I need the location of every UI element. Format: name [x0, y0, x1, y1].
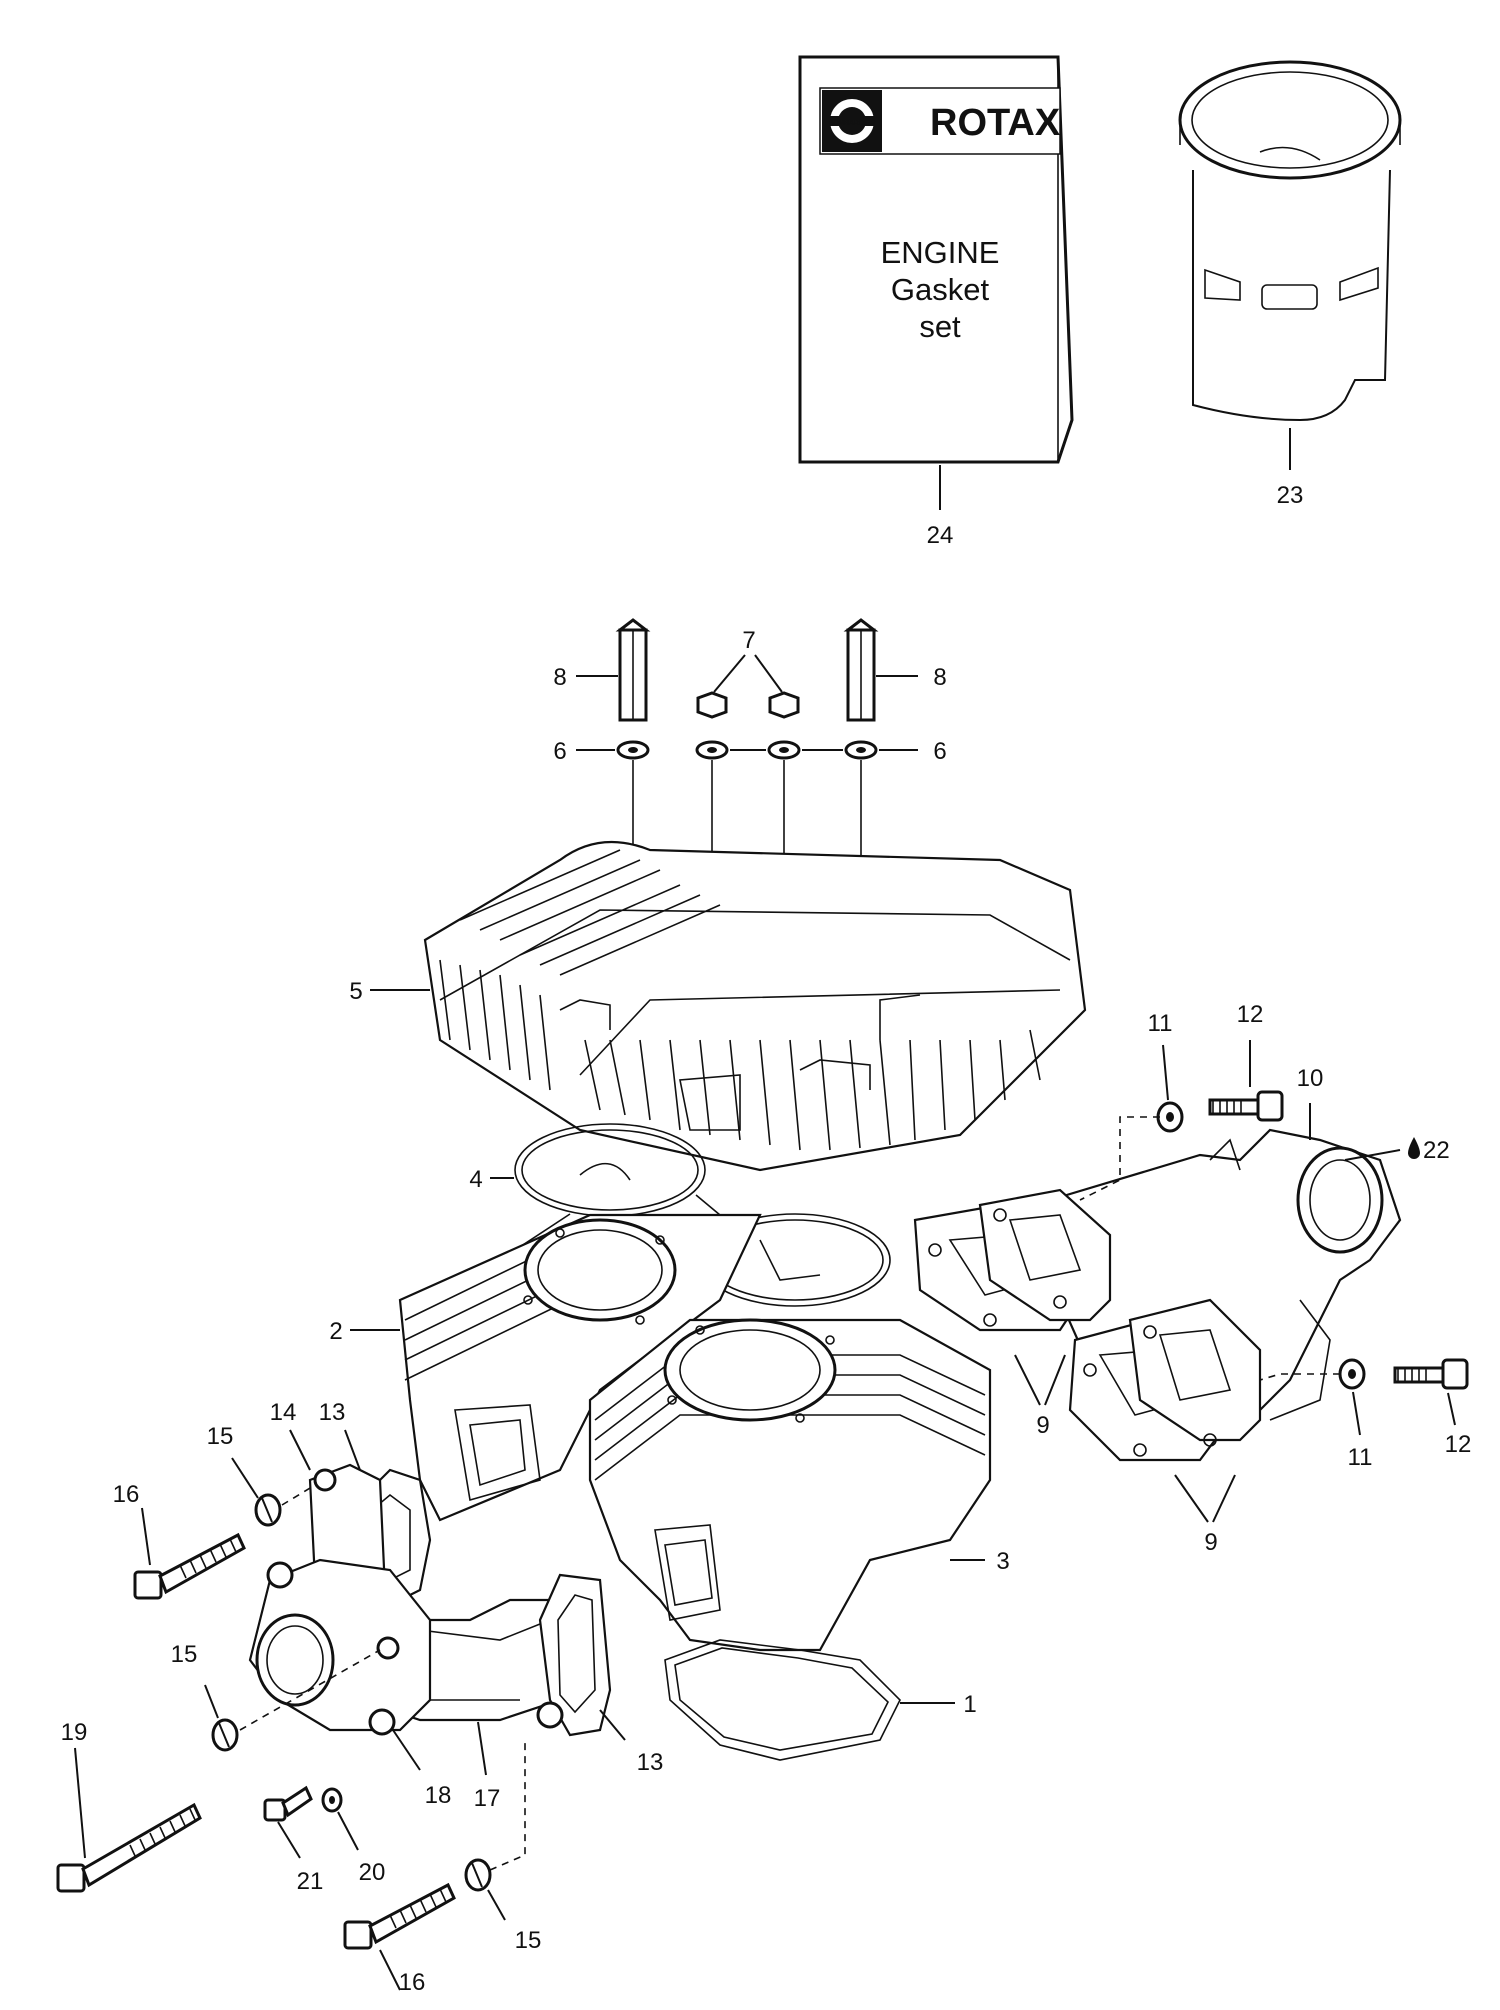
base-gasket: [664, 1639, 901, 1761]
cylinder-sleeve: [1178, 60, 1402, 422]
washers-row: [616, 740, 878, 760]
callout-15-lower: 15: [515, 1927, 542, 1954]
callout-18: 18: [425, 1782, 452, 1809]
callout-16-upper: 16: [113, 1481, 140, 1508]
callout-11-upper: 11: [1148, 1010, 1173, 1037]
manifold-washer-upper: [1156, 1101, 1184, 1133]
box-title-line3: set: [919, 309, 961, 344]
callout-3: 3: [996, 1548, 1009, 1575]
callout-23: 23: [1277, 482, 1304, 509]
exhaust-gasket-upper: [913, 1188, 1112, 1332]
callout-11-lower: 11: [1348, 1444, 1373, 1471]
callout-6-left: 6: [553, 738, 566, 765]
washer-20: [321, 1787, 343, 1813]
intake-gasket-lower: [536, 1573, 612, 1737]
callout-24: 24: [927, 522, 954, 549]
manifold-bolt-lower: [1393, 1358, 1469, 1390]
callout-17: 17: [474, 1785, 501, 1812]
nut-right: [768, 691, 800, 719]
nut-left: [696, 691, 728, 719]
stud-left: [615, 618, 651, 722]
gasket-set-box: ROTAX BOMBARDIER ENGINE Gasket set: [798, 55, 1074, 464]
callout-8-left: 8: [553, 664, 566, 691]
callout-13-upper: 13: [319, 1399, 346, 1426]
cylinder-left: [398, 1213, 762, 1522]
lock-washer-15-lower: [464, 1858, 492, 1892]
callout-9-upper: 9: [1036, 1412, 1049, 1439]
cylinder-right: [588, 1318, 992, 1652]
cylinder-head: [423, 840, 1087, 1172]
oil-drop-icon: [1408, 1137, 1420, 1159]
callout-5: 5: [349, 978, 362, 1005]
callout-14: 14: [270, 1399, 297, 1426]
callout-10: 10: [1297, 1065, 1324, 1092]
callout-12-upper: 12: [1237, 1001, 1264, 1028]
box-title-line1: ENGINE: [881, 235, 1000, 270]
manifold-washer-lower: [1338, 1358, 1366, 1390]
callout-19: 19: [61, 1719, 88, 1746]
callout-4: 4: [469, 1166, 482, 1193]
box-title-line2: Gasket: [891, 272, 990, 307]
head-gasket-left: [514, 1123, 706, 1217]
callout-13-lower: 13: [637, 1749, 664, 1776]
callout-15-upper: 15: [207, 1423, 234, 1450]
callout-1: 1: [963, 1691, 976, 1718]
stud-right: [843, 618, 879, 722]
brand-logo-text: ROTAX: [930, 102, 1061, 144]
callout-15-mid: 15: [171, 1641, 198, 1668]
screw-21: [263, 1785, 313, 1822]
maker-text: BOMBARDIER: [828, 120, 875, 127]
bolt-16-lower: [343, 1882, 456, 1950]
lock-washer-15-upper: [254, 1493, 282, 1527]
callout-22: 22: [1423, 1137, 1450, 1164]
carburetor-adapter-18: [248, 1558, 432, 1736]
callout-20: 20: [359, 1859, 386, 1886]
bombardier-gear-icon: [826, 99, 878, 143]
callout-7: 7: [742, 627, 755, 654]
lock-washer-15-mid: [211, 1718, 239, 1752]
manifold-bolt-upper: [1208, 1090, 1284, 1122]
callout-8-right: 8: [933, 664, 946, 691]
callout-2: 2: [329, 1318, 342, 1345]
callout-21: 21: [297, 1868, 324, 1895]
callout-9-lower: 9: [1204, 1529, 1217, 1556]
long-bolt-19: [56, 1802, 202, 1893]
callout-12-lower: 12: [1445, 1431, 1472, 1458]
callout-6-right: 6: [933, 738, 946, 765]
exhaust-gasket-lower: [1068, 1298, 1262, 1462]
bolt-16-upper: [133, 1532, 246, 1600]
